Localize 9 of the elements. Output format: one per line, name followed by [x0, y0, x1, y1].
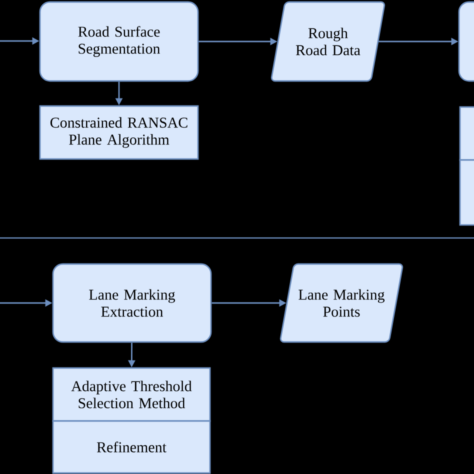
- method-box: Refinement: [52, 420, 211, 474]
- process-box: Lane Marking Extraction: [52, 263, 212, 343]
- process-box: [458, 1, 474, 82]
- process-box: Road Surface Segmentation: [39, 1, 199, 82]
- data-parallelogram: Lane Marking Points: [280, 263, 404, 343]
- method-box: Adaptive Threshold Selection Method: [52, 367, 211, 422]
- method-box: Constrained RANSAC Plane Algorithm: [39, 105, 199, 160]
- method-box: [459, 159, 474, 226]
- method-box: [459, 106, 474, 161]
